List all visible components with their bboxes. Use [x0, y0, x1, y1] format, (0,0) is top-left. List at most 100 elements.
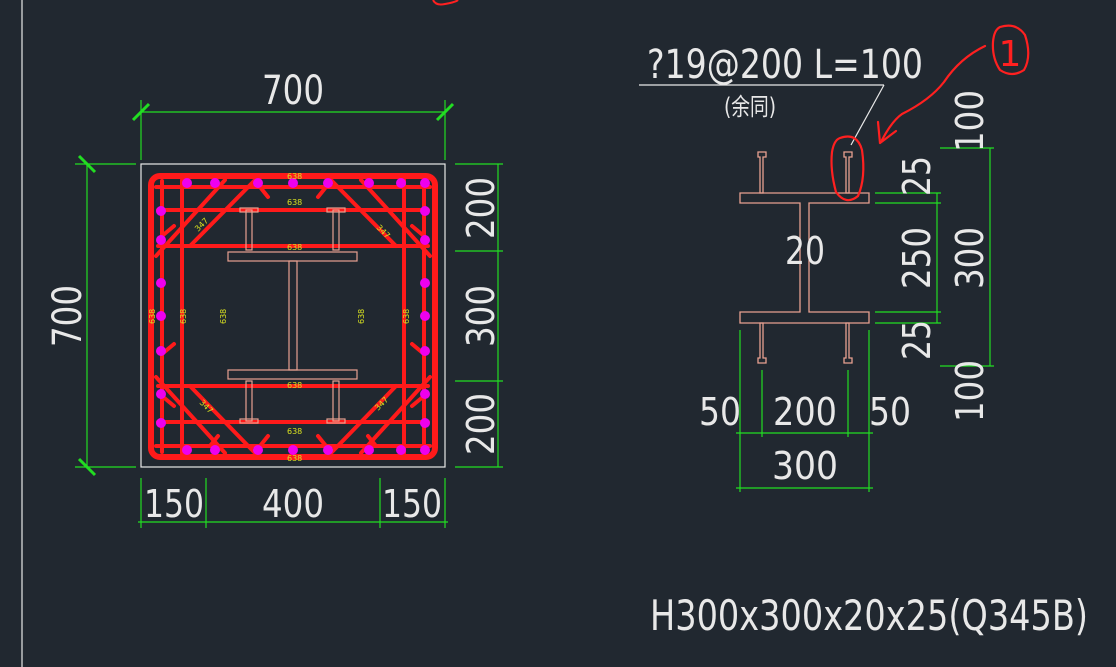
markup-arrow-head — [876, 120, 898, 145]
rebar-dot — [288, 178, 298, 188]
stud-a — [245, 209, 253, 251]
leader-line — [850, 84, 885, 146]
tag-638-vert: 638 — [219, 309, 228, 324]
dim-right-200-bottom: 200 — [459, 393, 503, 455]
hook — [316, 185, 328, 199]
dimension-right — [455, 163, 503, 468]
tag-638: 638 — [287, 172, 302, 181]
dim-bottom-400: 400 — [262, 482, 324, 526]
tag-638: 638 — [287, 198, 302, 207]
stud-head — [239, 418, 259, 424]
rebar-dot — [323, 178, 333, 188]
dimension-bottom — [138, 478, 448, 528]
h-profile — [739, 192, 870, 324]
dim-detail-250: 250 — [895, 227, 939, 289]
outer-stirrup — [148, 173, 438, 460]
rebar-dot — [364, 178, 374, 188]
concrete-outline — [140, 163, 446, 468]
dim-bottom-150-left: 150 — [144, 482, 204, 526]
dim-detail-200: 200 — [773, 390, 837, 434]
dim-bottom-150-right: 150 — [382, 482, 442, 526]
dim-detail-300-bottom: 300 — [772, 444, 838, 488]
dim-detail-100-top: 100 — [948, 90, 992, 152]
rebar-dot — [156, 418, 166, 428]
rebar-dot — [156, 389, 166, 399]
steel-section-detail: ?19@200 L=100 (余同) 20 25 250 25 — [639, 24, 1030, 492]
tag-347: 347 — [198, 398, 215, 415]
rebar-dot — [253, 178, 263, 188]
dim-detail-50-left: 50 — [699, 390, 741, 434]
tag-638: 638 — [287, 454, 302, 463]
tag-638: 638 — [287, 427, 302, 436]
web — [288, 260, 298, 371]
hook — [366, 434, 378, 448]
tag-638-vert: 638 — [402, 309, 411, 324]
diag-bl-2 — [188, 384, 257, 455]
hook — [258, 434, 270, 448]
dimension-top — [131, 100, 455, 160]
rebar-dot — [396, 445, 406, 455]
markup-number-label: 1 — [999, 34, 1022, 75]
rebar-dot — [420, 346, 430, 356]
rebar-cage — [148, 173, 438, 460]
hook — [410, 224, 426, 238]
stud-bottom-right — [843, 322, 853, 364]
stud-b — [332, 209, 340, 251]
diag-tr — [359, 178, 432, 258]
rebar-dot — [420, 445, 430, 455]
column-section-left: 700 700 200 300 200 150 — [45, 68, 503, 528]
rebar-dot — [420, 418, 430, 428]
rebar-tags: 638 638 638 638 638 638 638 638 638 638 … — [148, 172, 411, 463]
embedded-steel-section — [227, 207, 358, 424]
rebar-dot — [156, 278, 166, 288]
stud-note-label: (余同) — [724, 93, 776, 121]
rebar-dot — [210, 178, 220, 188]
dim-right-200-top: 200 — [459, 177, 503, 239]
longitudinal-bars — [156, 178, 430, 455]
flange-bottom — [227, 369, 358, 380]
tag-638-vert: 638 — [179, 309, 188, 324]
dim-detail-25-top: 25 — [895, 156, 939, 196]
dimension-left — [75, 154, 136, 477]
markup-annotation — [830, 24, 1030, 202]
dimension-right-detail — [875, 147, 994, 367]
hook — [258, 185, 270, 199]
rebar-dot — [396, 178, 406, 188]
rebar-dot — [364, 445, 374, 455]
dim-detail-300: 300 — [948, 227, 992, 289]
dimension-bottom-detail — [736, 330, 873, 492]
dim-top-label: 700 — [262, 68, 324, 114]
diag-tl-2 — [188, 178, 257, 248]
rebar-dot — [420, 178, 430, 188]
stud-spec-label: ?19@200 L=100 — [647, 42, 923, 88]
diag-tr-2 — [329, 178, 398, 248]
dim-left-label: 700 — [45, 285, 91, 347]
tag-638: 638 — [287, 381, 302, 390]
rebar-dot — [420, 235, 430, 245]
flange-top — [227, 251, 358, 262]
markup-arrow-curve — [880, 44, 987, 142]
rebar-dot — [288, 445, 298, 455]
rebar-dot — [156, 235, 166, 245]
stud-top-right — [843, 151, 853, 194]
dim-detail-25-bottom: 25 — [895, 320, 939, 360]
rebar-dot — [210, 445, 220, 455]
rebar-dot — [420, 389, 430, 399]
markup-circle-number — [991, 24, 1030, 76]
h-section-outline — [739, 151, 870, 364]
tag-638-vert: 638 — [148, 309, 157, 324]
diag-br-2 — [329, 384, 398, 455]
rebar-dot — [420, 206, 430, 216]
rebar-dot — [323, 445, 333, 455]
stud-top-left — [757, 151, 767, 194]
markup-top-fragment — [432, 0, 459, 6]
hook — [208, 434, 220, 448]
rebar-dot — [420, 278, 430, 288]
tag-638: 638 — [287, 243, 302, 252]
diag-tl — [154, 178, 227, 258]
rebar-dot — [253, 445, 263, 455]
tag-638-vert: 638 — [357, 309, 366, 324]
stud-bottom-left — [757, 322, 767, 364]
dim-detail-50-right: 50 — [869, 390, 911, 434]
